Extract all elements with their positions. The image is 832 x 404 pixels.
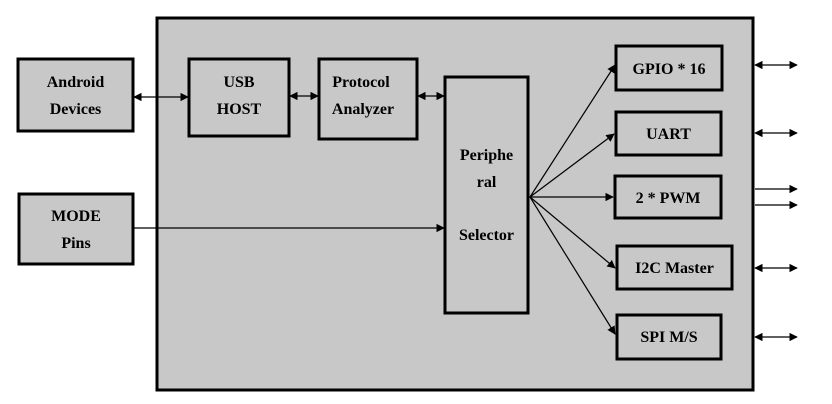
uart-label: UART: [646, 126, 691, 143]
i2c-master-block: I2C Master: [615, 244, 734, 291]
usb-host-block: USB HOST: [187, 57, 291, 138]
peripheral-selector-label-3: Selector: [459, 227, 514, 244]
spi-block: SPI M/S: [615, 313, 723, 361]
mode-pins-label-2: Pins: [61, 235, 90, 252]
i2c-master-label: I2C Master: [635, 260, 714, 277]
gpio-block: GPIO * 16: [614, 44, 724, 92]
protocol-analyzer-label-1: Protocol: [332, 74, 390, 91]
selector-spi-arrow: [529, 196, 616, 335]
pwm-block: 2 * PWM: [613, 174, 723, 220]
protocol-analyzer-block: Protocol Analyzer: [317, 57, 419, 141]
spi-label: SPI M/S: [640, 329, 697, 346]
android-devices-label-1: Android: [47, 74, 105, 91]
selector-uart-arrow: [529, 133, 615, 198]
mode-pins-block: MODE Pins: [17, 192, 135, 266]
gpio-label: GPIO * 16: [633, 61, 706, 78]
pwm-label: 2 * PWM: [636, 190, 701, 207]
peripheral-selector-block: Periphe ral Selector: [443, 75, 530, 315]
usb-host-label-2: HOST: [217, 101, 262, 118]
selector-gpio-arrow: [529, 64, 616, 198]
peripheral-selector-label-2: ral: [477, 174, 497, 191]
peripheral-selector-label-1: Periphe: [460, 147, 513, 164]
uart-block: UART: [614, 110, 723, 157]
mode-pins-label-1: MODE: [51, 208, 101, 225]
android-devices-block: Android Devices: [16, 57, 135, 133]
usb-host-label-1: USB: [223, 74, 254, 91]
protocol-analyzer-label-2: Analyzer: [332, 101, 394, 118]
android-devices-label-2: Devices: [50, 101, 102, 118]
selector-i2c-arrow: [529, 196, 616, 269]
